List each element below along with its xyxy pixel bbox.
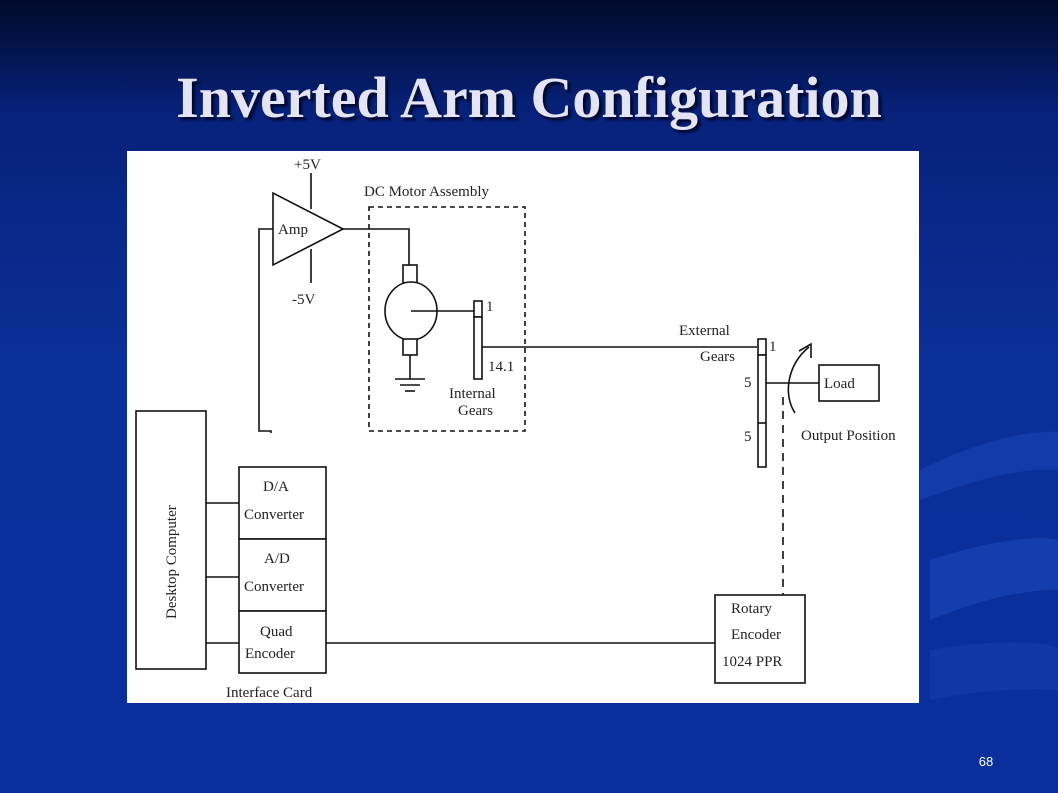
amp-to-motor-wire xyxy=(343,228,410,265)
output-position-label: Output Position xyxy=(801,428,896,444)
plus-supply-label: +5V xyxy=(294,157,321,173)
da-converter-box xyxy=(238,466,327,540)
output-position-arc xyxy=(787,346,810,414)
desktop-computer-label: Desktop Computer xyxy=(164,505,180,619)
internal-gear-ratio-top: 1 xyxy=(486,299,494,315)
ad-converter-box xyxy=(238,538,327,612)
external-gear-large xyxy=(757,354,767,468)
external-gear-ratio-top: 1 xyxy=(769,339,777,355)
internal-gear-large xyxy=(473,316,483,380)
minus-supply-label: -5V xyxy=(292,292,315,308)
quad-label-line2: Encoder xyxy=(245,646,295,662)
desktop-computer-box xyxy=(135,410,207,670)
quad-label-line1: Quad xyxy=(260,624,293,640)
quad-encoder-box xyxy=(238,610,327,674)
internal-gear-small xyxy=(473,300,483,318)
external-gears-label-1: External xyxy=(679,323,730,339)
da-label-line1: D/A xyxy=(263,479,289,495)
page-number: 68 xyxy=(978,754,994,769)
ad-label-line2: Converter xyxy=(244,579,304,595)
load-label: Load xyxy=(824,376,855,392)
internal-gears-label-1: Internal xyxy=(449,386,496,402)
external-gears-label-2: Gears xyxy=(700,349,735,365)
internal-gear-ratio-bottom: 14.1 xyxy=(488,359,514,375)
da-label-line2: Converter xyxy=(244,507,304,523)
external-gear-ratio-low: 5 xyxy=(744,429,752,445)
block-diagram: +5V Amp -5V DC Motor Assembly 1 14.1 Int… xyxy=(127,151,919,703)
external-gear-ratio-mid: 5 xyxy=(744,375,752,391)
motor-assembly-box xyxy=(368,206,526,432)
rotary-encoder-line1: Rotary xyxy=(731,601,772,617)
rotary-encoder-line2: Encoder xyxy=(731,627,781,643)
rotary-encoder-box xyxy=(714,594,806,684)
motor-assembly-label: DC Motor Assembly xyxy=(364,184,490,200)
ad-label-line1: A/D xyxy=(264,551,290,567)
rotary-encoder-line3: 1024 PPR xyxy=(722,654,782,670)
amp-label: Amp xyxy=(278,222,308,238)
motor-brush-top xyxy=(402,264,418,284)
motor-brush-bottom xyxy=(402,338,418,356)
load-box xyxy=(818,364,880,402)
slide-title: Inverted Arm Configuration xyxy=(176,65,882,130)
interface-card-label: Interface Card xyxy=(226,685,313,701)
da-to-amp-wire xyxy=(258,228,273,433)
internal-gears-label-2: Gears xyxy=(458,403,493,419)
output-position-arrowhead xyxy=(798,342,812,358)
external-gear-small xyxy=(757,338,767,356)
